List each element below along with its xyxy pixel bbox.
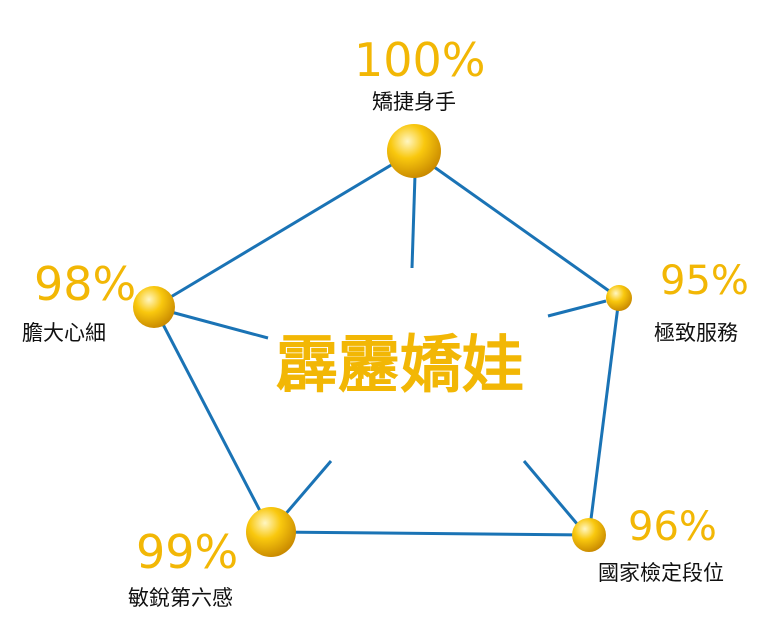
spoke-top: [410, 174, 417, 269]
spoke-bottom-left: [281, 460, 333, 518]
spoke-bottom-right: [522, 460, 580, 526]
edge-left-top: [153, 150, 414, 309]
edge-bottomleft-left: [152, 306, 273, 533]
spoke-right: [547, 299, 607, 318]
node-bottom-right-percent: 96%: [628, 504, 717, 550]
pentagon-edges: [152, 150, 621, 537]
edge-bottomright-bottomleft: [270, 530, 590, 537]
edge-right-bottomright: [587, 297, 621, 536]
node-left: [133, 286, 175, 328]
node-right-percent: 95%: [660, 258, 749, 304]
node-top-label: 矯捷身手: [372, 90, 456, 114]
pentagon-nodes: [133, 124, 632, 557]
edge-top-right: [412, 150, 620, 300]
node-bottom-left-percent: 99%: [136, 525, 239, 579]
node-right-label: 極致服務: [654, 321, 738, 345]
node-bottom-left: [246, 507, 296, 557]
node-bottom-right: [572, 518, 606, 552]
node-bottom-left-label: 敏銳第六感: [128, 586, 233, 610]
spoke-left: [170, 310, 269, 340]
pentagon-spokes: [170, 174, 607, 526]
node-left-label: 膽大心細: [22, 321, 106, 345]
node-right: [606, 285, 632, 311]
node-left-percent: 98%: [34, 257, 137, 311]
center-title: 霹靂嬌娃: [276, 328, 525, 401]
node-top: [387, 124, 441, 178]
node-top-percent: 100%: [354, 33, 486, 87]
node-bottom-right-label: 國家檢定段位: [598, 561, 724, 585]
